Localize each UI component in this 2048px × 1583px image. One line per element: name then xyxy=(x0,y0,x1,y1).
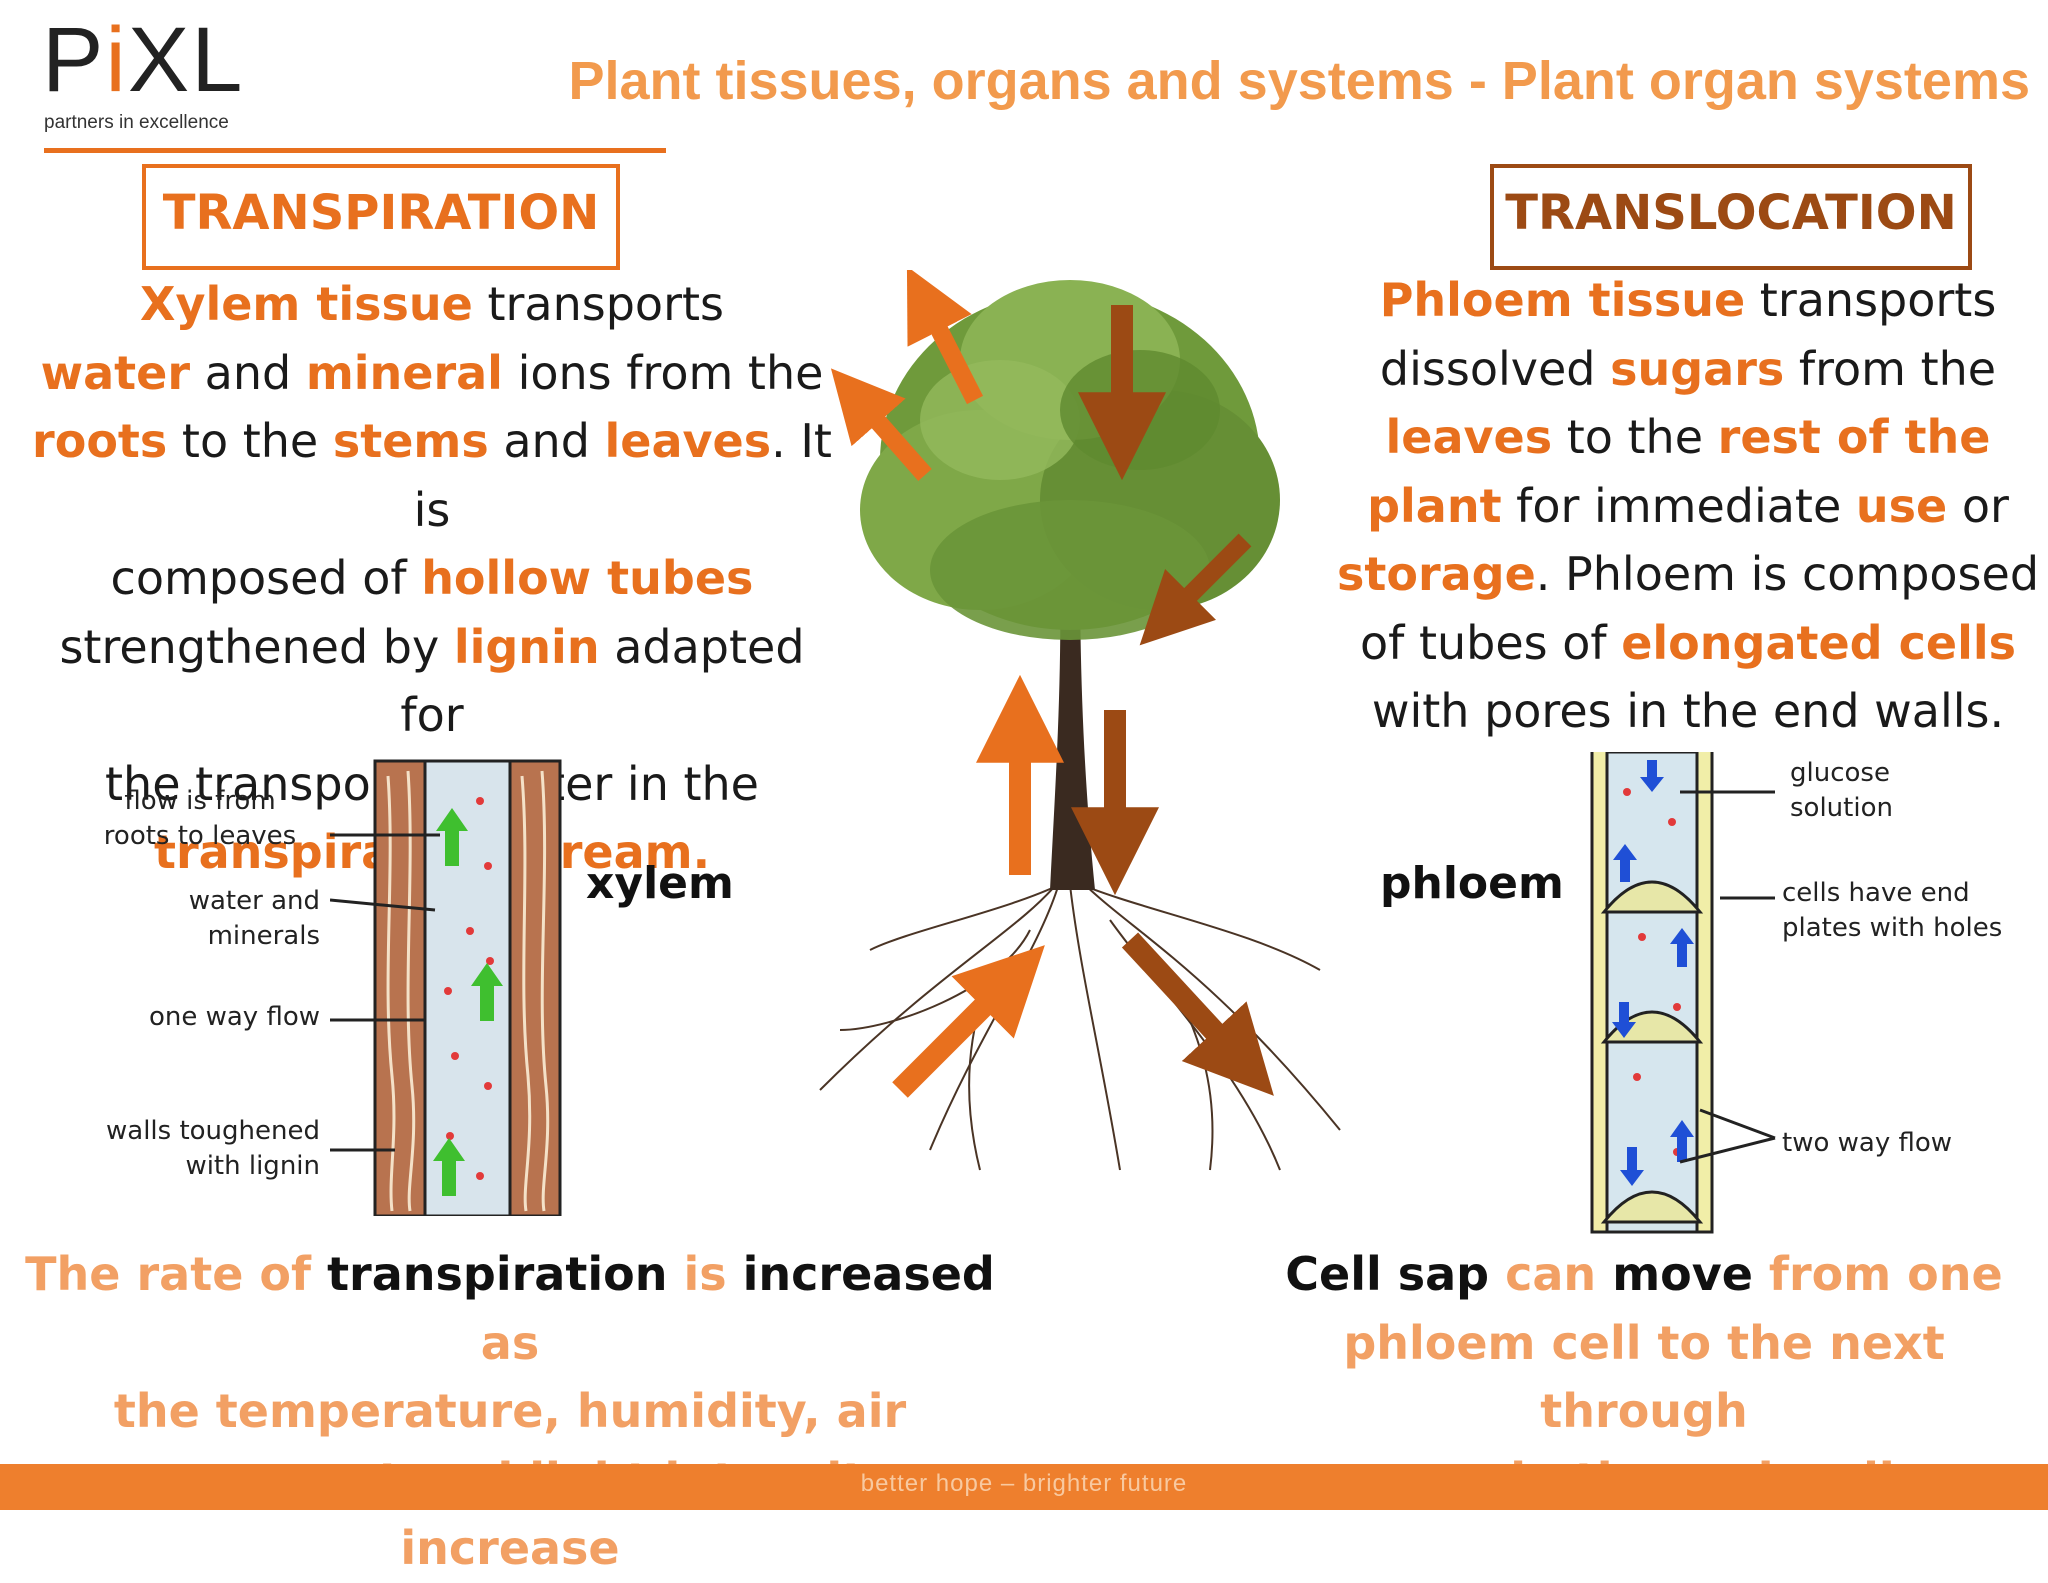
arrow-icon xyxy=(830,368,932,481)
logo: PiXL xyxy=(42,9,245,111)
tree-image xyxy=(819,270,1341,1171)
slide-title: Plant tissues, organs and systems - Plan… xyxy=(568,51,2030,111)
transpiration-text: Xylem tissue transports water and minera… xyxy=(32,277,832,879)
xylem-label-oneway: one way flow xyxy=(148,1002,320,1032)
logo-tagline: partners in excellence xyxy=(44,112,229,133)
phloem-label-twoway: two way flow xyxy=(1782,1128,1953,1158)
phloem-tag: phloem xyxy=(1380,858,1564,909)
footer-slogan: better hope – brighter future xyxy=(860,1470,1188,1497)
phloem-leader-lines xyxy=(1679,790,1776,1164)
arrow-icon xyxy=(906,270,984,405)
transpiration-heading: TRANSPIRATION xyxy=(142,164,620,270)
arrow-icon xyxy=(1139,533,1252,646)
arrow-icon xyxy=(892,945,1045,1098)
roots xyxy=(819,879,1341,1171)
translocation-heading: TRANSLOCATION xyxy=(1490,164,1972,270)
header-rule xyxy=(44,148,666,153)
cell-sap-text: Cell sap can move from one phloem cell t… xyxy=(1285,1247,2003,1507)
phloem-tube-illustration xyxy=(1590,752,1714,1234)
xylem-tag: xylem xyxy=(586,858,734,909)
xylem-leader-lines xyxy=(330,833,440,1152)
footer-bar xyxy=(0,1464,2048,1510)
arrow-icon xyxy=(1121,932,1274,1096)
translocation-text: Phloem tissue transports dissolved sugar… xyxy=(1336,273,2040,738)
transpiration-rate-text: The rate of transpiration is increased a… xyxy=(25,1247,995,1575)
xylem-tube-illustration xyxy=(373,759,562,1216)
